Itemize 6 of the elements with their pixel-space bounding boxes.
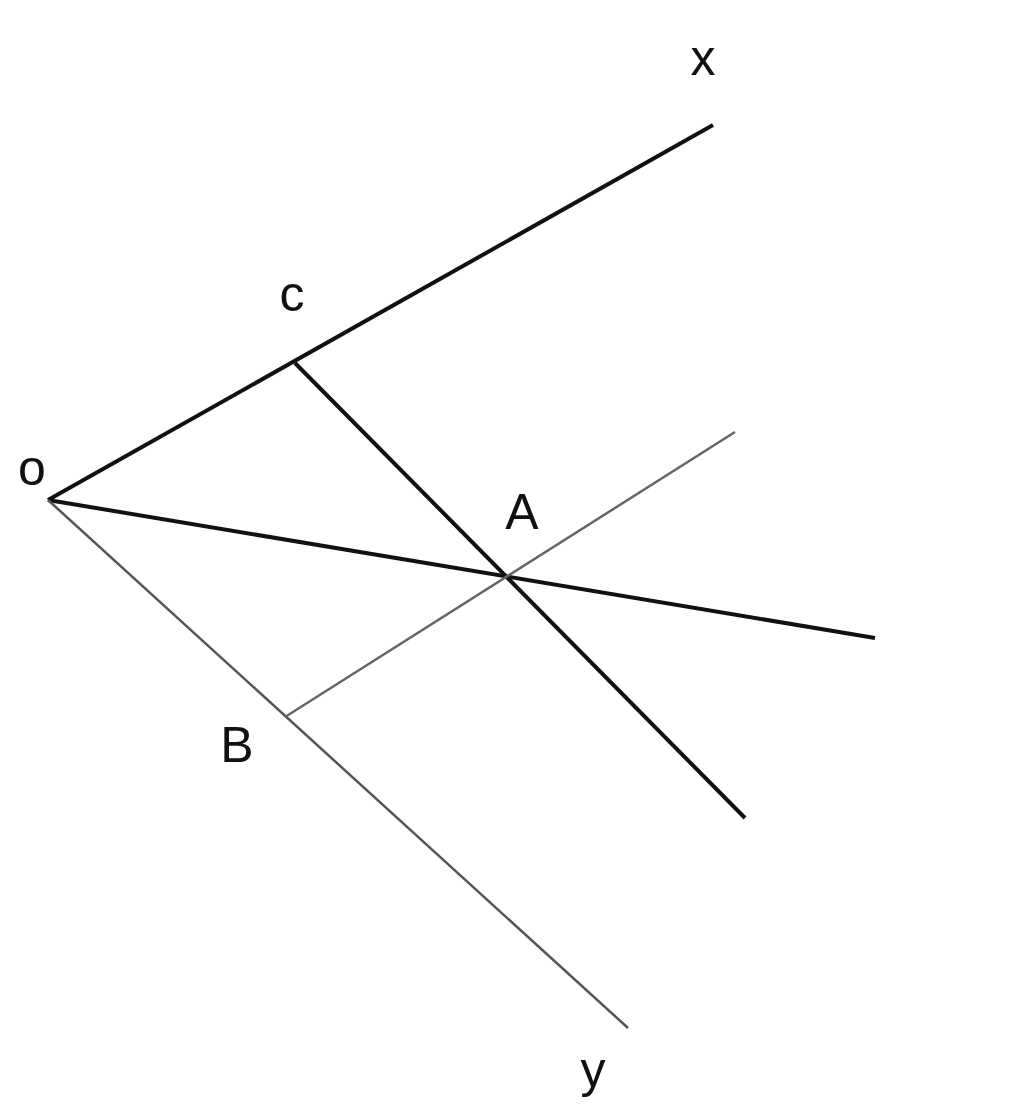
point-label: o [18,443,46,493]
point-label: y [580,1045,606,1095]
point-label: x [690,33,716,83]
point-label: c [279,269,305,319]
point-label: B [220,720,254,770]
point-label: A [505,487,539,537]
